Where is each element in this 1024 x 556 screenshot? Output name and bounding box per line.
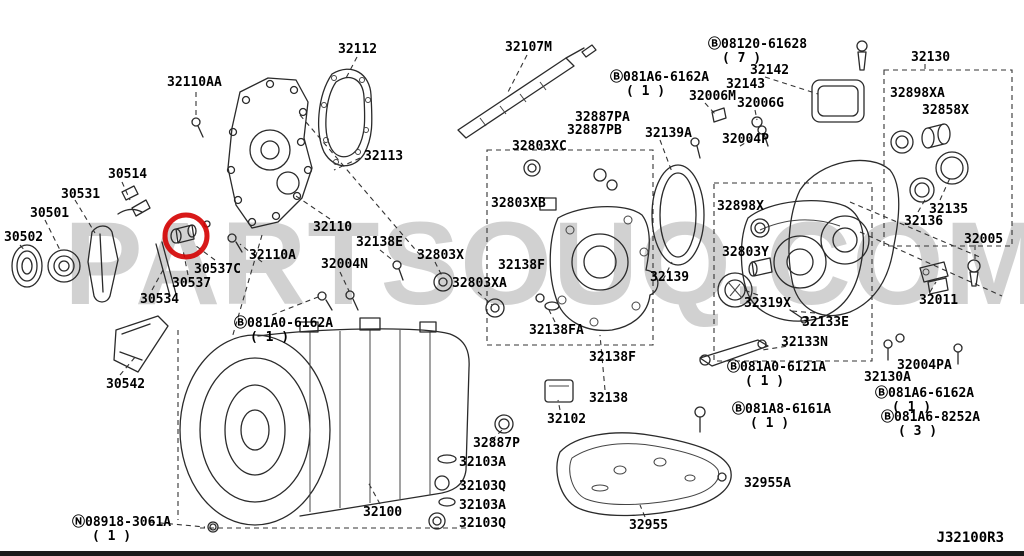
part-label[interactable]: 32112 <box>338 42 378 57</box>
part-label[interactable]: 30502 <box>4 230 44 245</box>
part-label[interactable]: 32319X <box>744 296 791 311</box>
highlight-circle <box>162 212 210 260</box>
part-label[interactable]: 32898XA <box>890 86 945 101</box>
part-label[interactable]: 32006M <box>689 89 736 104</box>
part-label[interactable]: 32138FA <box>529 323 584 338</box>
part-label[interactable]: ( 1 ) <box>745 374 785 389</box>
part-label[interactable]: 32136 <box>904 214 944 229</box>
part-label[interactable]: 32139 <box>650 270 690 285</box>
part-label[interactable]: 32133N <box>781 335 828 350</box>
rear-extension-group <box>699 182 873 367</box>
part-label[interactable]: ( 1 ) <box>250 330 290 345</box>
part-label[interactable]: 32887P <box>473 436 520 451</box>
part-label[interactable]: ( 1 ) <box>92 529 132 544</box>
part-label[interactable]: 32955 <box>629 518 669 533</box>
part-label[interactable]: 30537 <box>172 276 212 291</box>
part-label[interactable]: 30514 <box>108 167 148 182</box>
part-label[interactable]: Ⓑ081A6-6162A <box>875 386 975 401</box>
part-label[interactable]: 32130 <box>911 50 951 65</box>
part-label[interactable]: 32139A <box>645 126 692 141</box>
part-label[interactable]: 32803XC <box>512 139 567 154</box>
part-label[interactable]: 32898X <box>717 199 764 214</box>
part-label[interactable]: 32142 <box>750 63 790 78</box>
part-label[interactable]: 32803XA <box>452 276 507 291</box>
part-label[interactable]: ( 1 ) <box>892 400 932 415</box>
lower-cover-32955 <box>556 406 732 517</box>
part-label[interactable]: 32138F <box>589 350 636 365</box>
part-label[interactable]: 30542 <box>106 377 146 392</box>
part-label[interactable]: 30531 <box>61 187 101 202</box>
part-label[interactable]: 32803X <box>417 248 464 263</box>
part-label[interactable]: 32011 <box>919 293 959 308</box>
part-label[interactable]: 32143 <box>726 77 766 92</box>
part-label[interactable]: Ⓑ08120-61628 <box>708 37 808 52</box>
part-label[interactable]: Ⓑ081A0-6162A <box>234 316 334 331</box>
clutch-release-parts <box>11 185 211 373</box>
front-cover-part <box>226 77 313 229</box>
part-label[interactable]: 32887PA <box>575 110 630 125</box>
striker-rod-32107m <box>457 44 597 139</box>
part-label[interactable]: ( 1 ) <box>626 84 666 99</box>
part-label[interactable]: 32006G <box>737 96 784 111</box>
part-label[interactable]: 32135 <box>929 202 969 217</box>
part-label[interactable]: Ⓑ081A6-6162A <box>610 70 710 85</box>
rear-housing-32130-group <box>788 40 1013 365</box>
part-label[interactable]: 32107M <box>505 40 552 55</box>
part-label[interactable]: 32803Y <box>722 245 769 260</box>
part-label[interactable]: ( 1 ) <box>750 416 790 431</box>
part-label[interactable]: 32130A <box>864 370 911 385</box>
part-label[interactable]: 32138F <box>498 258 545 273</box>
part-label[interactable]: 32110A <box>249 248 296 263</box>
part-label[interactable]: 30534 <box>140 292 180 307</box>
part-label[interactable]: Ⓑ081A8-6161A <box>732 402 832 417</box>
part-label[interactable]: 32004N <box>321 257 368 272</box>
gasket-32112 <box>317 68 373 167</box>
part-label[interactable]: 32955A <box>744 476 791 491</box>
part-label[interactable]: 30501 <box>30 206 70 221</box>
part-label[interactable]: Ⓑ081A6-8252A <box>881 410 981 425</box>
part-label[interactable]: 32102 <box>547 412 587 427</box>
part-label[interactable]: ( 7 ) <box>722 51 762 66</box>
bottom-edge-bar <box>0 551 1024 556</box>
part-label[interactable]: 32113 <box>364 149 404 164</box>
part-label[interactable]: Ⓑ081A0-6121A <box>727 360 827 375</box>
part-label[interactable]: 32005 <box>964 232 1004 247</box>
part-label[interactable]: 32103A <box>459 498 506 513</box>
part-label[interactable]: 32887PB <box>567 123 622 138</box>
part-label[interactable]: 32803XB <box>491 196 546 211</box>
part-label[interactable]: 32103A <box>459 455 506 470</box>
small-hardware-parts <box>191 107 769 533</box>
part-label[interactable]: 32100 <box>363 505 403 520</box>
part-label[interactable]: 32004P <box>722 132 769 147</box>
part-label[interactable]: 32138 <box>589 391 629 406</box>
adapter-plate-group <box>486 149 705 346</box>
part-label[interactable]: 32103Q <box>459 516 506 531</box>
main-case-part <box>179 317 470 526</box>
part-label[interactable]: Ⓝ08918-3061A <box>72 515 172 530</box>
part-label[interactable]: 32133E <box>802 315 849 330</box>
part-label[interactable]: 32138E <box>356 235 403 250</box>
part-label[interactable]: 30537C <box>194 262 241 277</box>
part-label[interactable]: 32004PA <box>897 358 952 373</box>
part-label[interactable]: 32110 <box>313 220 353 235</box>
part-label[interactable]: 32110AA <box>167 75 222 90</box>
part-label[interactable]: 32103Q <box>459 479 506 494</box>
diagram-code: J32100R3 <box>936 530 1004 546</box>
part-label[interactable]: ( 3 ) <box>898 424 938 439</box>
part-label[interactable]: 32858X <box>922 103 969 118</box>
